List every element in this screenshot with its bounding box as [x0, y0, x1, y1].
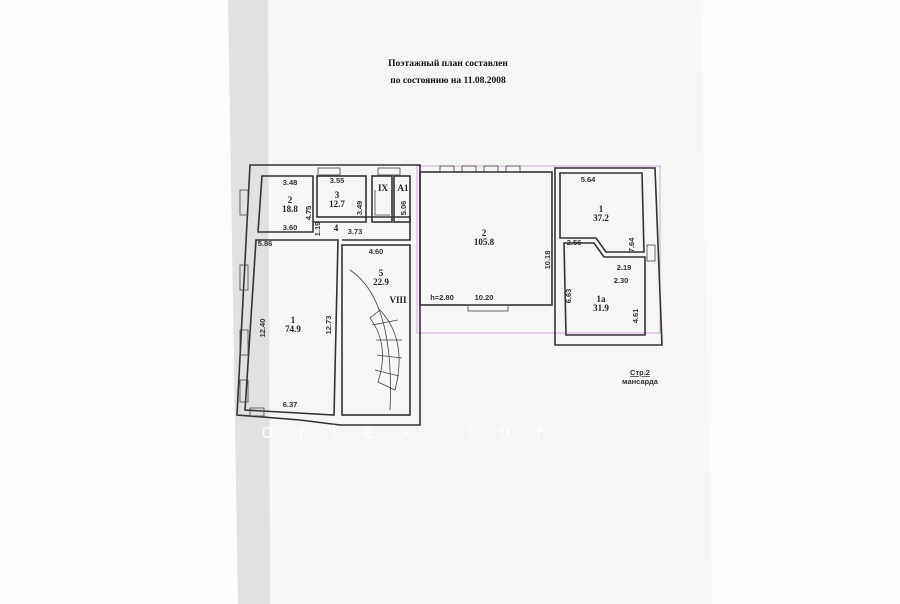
- dim-r1right-top: 5.64: [581, 175, 596, 184]
- dim-r1a-right: 4.61: [631, 309, 640, 324]
- room-1-number: 1: [291, 315, 296, 325]
- room-2-big-number: 2: [482, 228, 487, 238]
- room-1-area: 74.9: [285, 324, 301, 334]
- highlight-frame: [416, 165, 661, 334]
- dim-r2big-bottom: 10.20: [475, 293, 494, 302]
- a1-label: A1: [398, 183, 409, 193]
- stair-ix-label: IX: [378, 183, 389, 193]
- dim-r2-bottom: 3.60: [283, 223, 298, 232]
- room-2-big-area: 105.8: [474, 237, 495, 247]
- walls-right-block: [419, 165, 663, 346]
- dim-r5-top: 4.60: [369, 247, 384, 256]
- room-1-right-number: 1: [599, 204, 604, 214]
- dim-r2-side: 4.75: [304, 206, 313, 221]
- dim-r1-top: 5.86: [258, 239, 273, 248]
- dim-r2-top: 3.48: [283, 178, 298, 187]
- room-1-right-area: 37.2: [593, 213, 609, 223]
- room-3-number: 3: [335, 190, 340, 200]
- room-5-area: 22.9: [373, 277, 389, 287]
- dim-r1-left: 12.40: [258, 319, 267, 338]
- room-2-number: 2: [288, 195, 293, 205]
- dim-r1-right: 12.73: [324, 316, 333, 335]
- dim-r4-side: 1.19: [313, 222, 322, 237]
- walls-left-block: [236, 164, 421, 426]
- dim-r4-len: 3.73: [348, 227, 363, 236]
- room-5-number: 5: [379, 268, 384, 278]
- dim-r3-side: 3.49: [355, 201, 364, 216]
- floor-name: мансарда: [622, 377, 659, 386]
- dim-r1-bottom: 6.37: [283, 400, 298, 409]
- dim-r2big-side: 10.18: [543, 251, 552, 270]
- header-line-1: Поэтажный план составлен: [388, 58, 508, 69]
- ceiling-height: h=2.80: [430, 293, 454, 302]
- dim-r1right-a: 2.56: [567, 238, 582, 247]
- dim-r1right-c: 2.30: [614, 276, 629, 285]
- dim-r1right-b: 2.19: [617, 263, 632, 272]
- paper-sheet: [228, 0, 712, 604]
- stair-viii-label: VIII: [389, 295, 407, 305]
- watermark: fortex for: [230, 421, 569, 443]
- room-1a-area: 31.9: [593, 303, 609, 313]
- dim-r1right-side: 7.64: [627, 237, 636, 252]
- dim-r1a-left: 6.63: [564, 289, 573, 304]
- spiral-stair: [349, 190, 403, 411]
- header-line-2: по состоянию на 11.08.2008: [390, 76, 506, 86]
- room-3-area: 12.7: [329, 199, 345, 209]
- dim-r3-top: 3.55: [330, 176, 345, 185]
- dim-ix-side: 5.06: [399, 201, 408, 216]
- paper-shadow: [228, 0, 270, 604]
- room-2-area: 18.8: [282, 204, 298, 214]
- room-1a-number: 1a: [597, 294, 607, 304]
- page-number: Стр.2: [630, 368, 650, 377]
- room-4-number: 4: [334, 223, 339, 233]
